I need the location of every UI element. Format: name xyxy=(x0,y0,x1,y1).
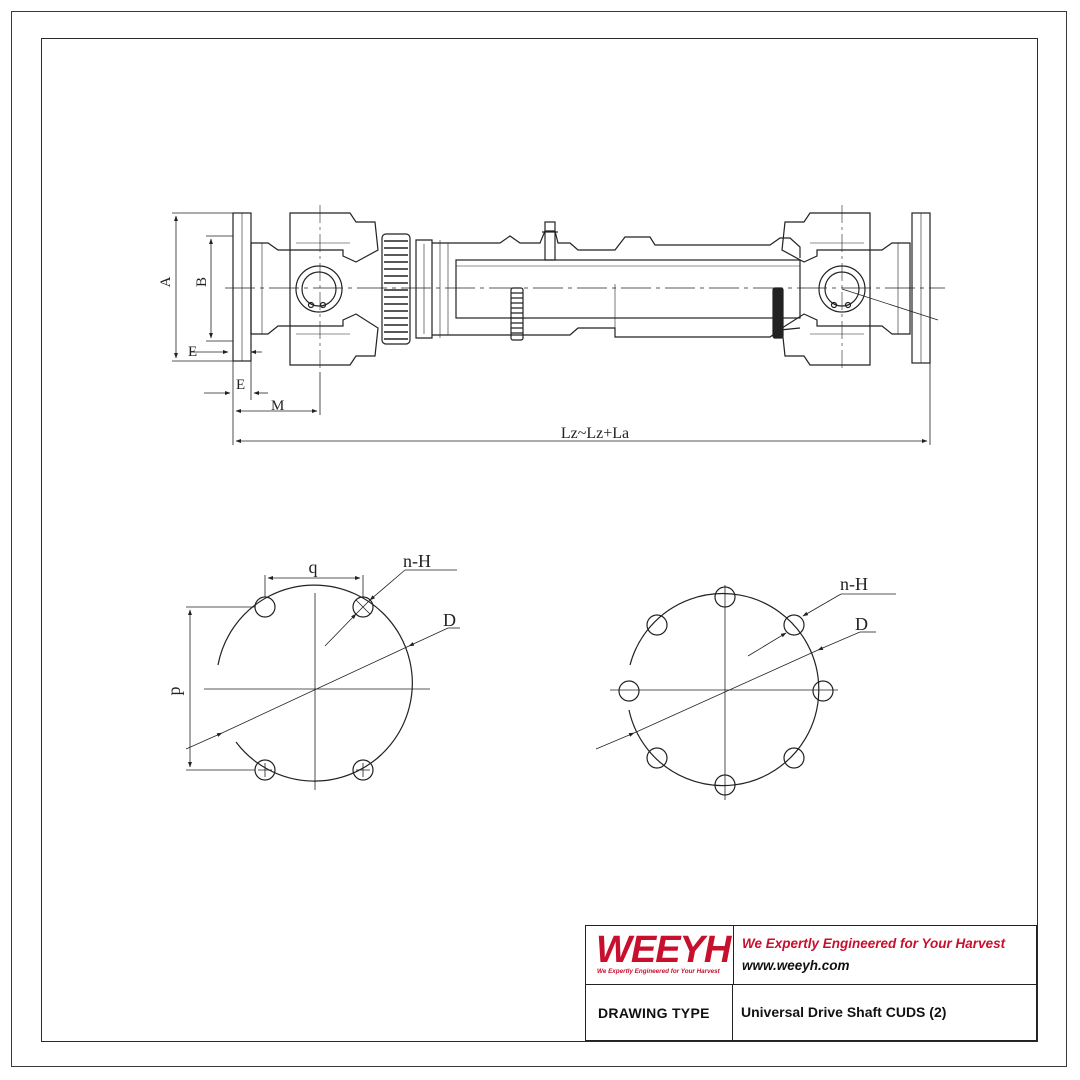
dim-label-B: B xyxy=(194,277,210,287)
right-cross-bearing xyxy=(818,265,866,313)
bolt-hole xyxy=(646,614,668,636)
logo-cell: WEEYH We Expertly Engineered for Your Ha… xyxy=(586,926,734,984)
drawing-type-label: DRAWING TYPE xyxy=(598,1005,710,1021)
outer-frame xyxy=(11,11,1067,1067)
dim-label-E-top: E xyxy=(188,344,197,360)
right-fork-yoke-top xyxy=(781,212,871,263)
flange-8-hole-dimensions xyxy=(595,593,896,750)
dim-label-n-H-8: n-H xyxy=(840,574,868,594)
company-slogan: We Expertly Engineered for Your Harvest xyxy=(742,936,1006,951)
company-url[interactable]: www.weeyh.com xyxy=(742,958,850,973)
bolt-hole xyxy=(352,759,374,781)
dim-label-overall-length: Lz~Lz+La xyxy=(561,425,629,442)
bolt-hole xyxy=(812,680,834,702)
flange-4-hole-view xyxy=(204,584,430,790)
slogan-cell: We Expertly Engineered for Your Harvest … xyxy=(734,926,1036,984)
title-block-divider xyxy=(586,984,1036,985)
telescopic-tube-bottom xyxy=(432,327,801,338)
dim-label-E-bottom: E xyxy=(236,377,245,393)
right-flange-yoke xyxy=(869,242,911,335)
bolt-hole xyxy=(783,747,805,769)
side-view-labels: A B E E M Lz~Lz+La xyxy=(158,276,629,442)
left-cross-bearing xyxy=(295,265,343,313)
dim-label-p: p xyxy=(164,687,184,696)
spline-coil xyxy=(510,287,524,341)
bolt-hole xyxy=(254,596,276,618)
telescopic-tube-top xyxy=(432,230,801,258)
title-block: WEEYH We Expertly Engineered for Your Ha… xyxy=(585,925,1037,1041)
flange-8-hole-view xyxy=(610,585,838,800)
bolt-hole xyxy=(714,774,736,796)
bolt-hole xyxy=(618,680,640,702)
dim-label-q: q xyxy=(309,557,318,577)
logo-tagline: We Expertly Engineered for Your Harvest xyxy=(597,968,720,975)
dim-label-A: A xyxy=(158,276,174,287)
left-fork-yoke-bottom xyxy=(289,313,379,366)
dim-label-M: M xyxy=(271,398,284,414)
bolt-hole xyxy=(714,586,736,608)
side-view-dimensions xyxy=(172,212,931,445)
inner-spline-shaft xyxy=(455,259,801,319)
flange-4-hole-dimensions xyxy=(185,569,460,771)
right-fork-yoke-bottom xyxy=(781,313,871,366)
dim-label-D-8: D xyxy=(855,614,868,634)
left-tube-joint xyxy=(415,239,433,339)
flange-8-hole-outline xyxy=(628,593,820,787)
drawing-type-cell: DRAWING TYPE xyxy=(586,985,733,1040)
flange-4-hole-labels: q p n-H D xyxy=(164,551,456,696)
left-coil-spring xyxy=(381,233,411,345)
dim-label-D-4: D xyxy=(443,610,456,630)
drawing-border xyxy=(41,38,1038,1042)
drawing-type-value: Universal Drive Shaft CUDS (2) xyxy=(741,1004,947,1020)
bolt-hole xyxy=(783,614,805,636)
dim-label-n-H-4: n-H xyxy=(403,551,431,571)
left-fork-yoke-top xyxy=(289,212,379,263)
right-coil xyxy=(772,287,784,339)
weeyh-logo: WEEYH xyxy=(596,929,731,971)
flange-8-hole-labels: n-H D xyxy=(840,574,868,634)
grease-fitting xyxy=(544,221,556,261)
shaft-side-view xyxy=(225,205,945,372)
left-flange-yoke xyxy=(250,242,291,335)
bolt-hole xyxy=(646,747,668,769)
flange-4-hole-outline xyxy=(217,584,413,782)
